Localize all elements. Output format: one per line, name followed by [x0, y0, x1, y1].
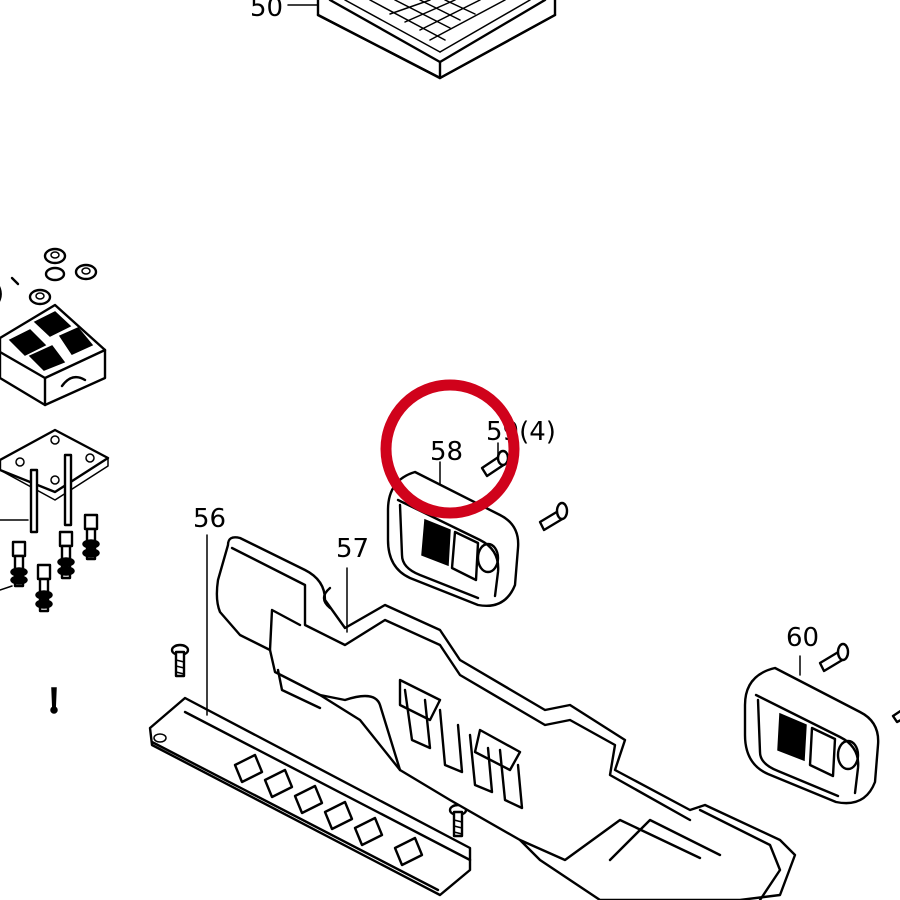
part-59-screws: 59(4)	[480, 417, 900, 724]
label-58: 58	[430, 437, 463, 467]
label-56: 56	[193, 504, 226, 534]
left-partial-assembly: )	[0, 247, 110, 714]
part-56-base-rail: 56	[148, 504, 472, 897]
screw-59-a	[480, 449, 510, 478]
label-59: 59(4)	[486, 417, 556, 447]
label-left-cut: )	[0, 279, 4, 309]
label-57: 57	[336, 534, 369, 564]
screw-59-b	[538, 501, 569, 532]
mount-plate	[0, 428, 110, 501]
part-60-end-cap: 60	[743, 623, 880, 805]
screw-59-d	[891, 709, 900, 724]
label-50: 50	[250, 0, 283, 23]
nut-set	[10, 247, 98, 306]
bolt-set	[0, 453, 73, 534]
rail-screw-left	[170, 643, 190, 678]
highlight-circle	[380, 379, 520, 519]
part-57-main-frame: 57	[215, 534, 797, 900]
mount-block	[0, 303, 107, 407]
label-60: 60	[786, 623, 819, 653]
small-pin	[50, 687, 58, 714]
part-50-grid-tray: 50	[250, 0, 557, 80]
rail-screw-right	[448, 803, 468, 838]
screw-59-c	[818, 642, 850, 673]
screw-washer-set	[0, 513, 100, 613]
